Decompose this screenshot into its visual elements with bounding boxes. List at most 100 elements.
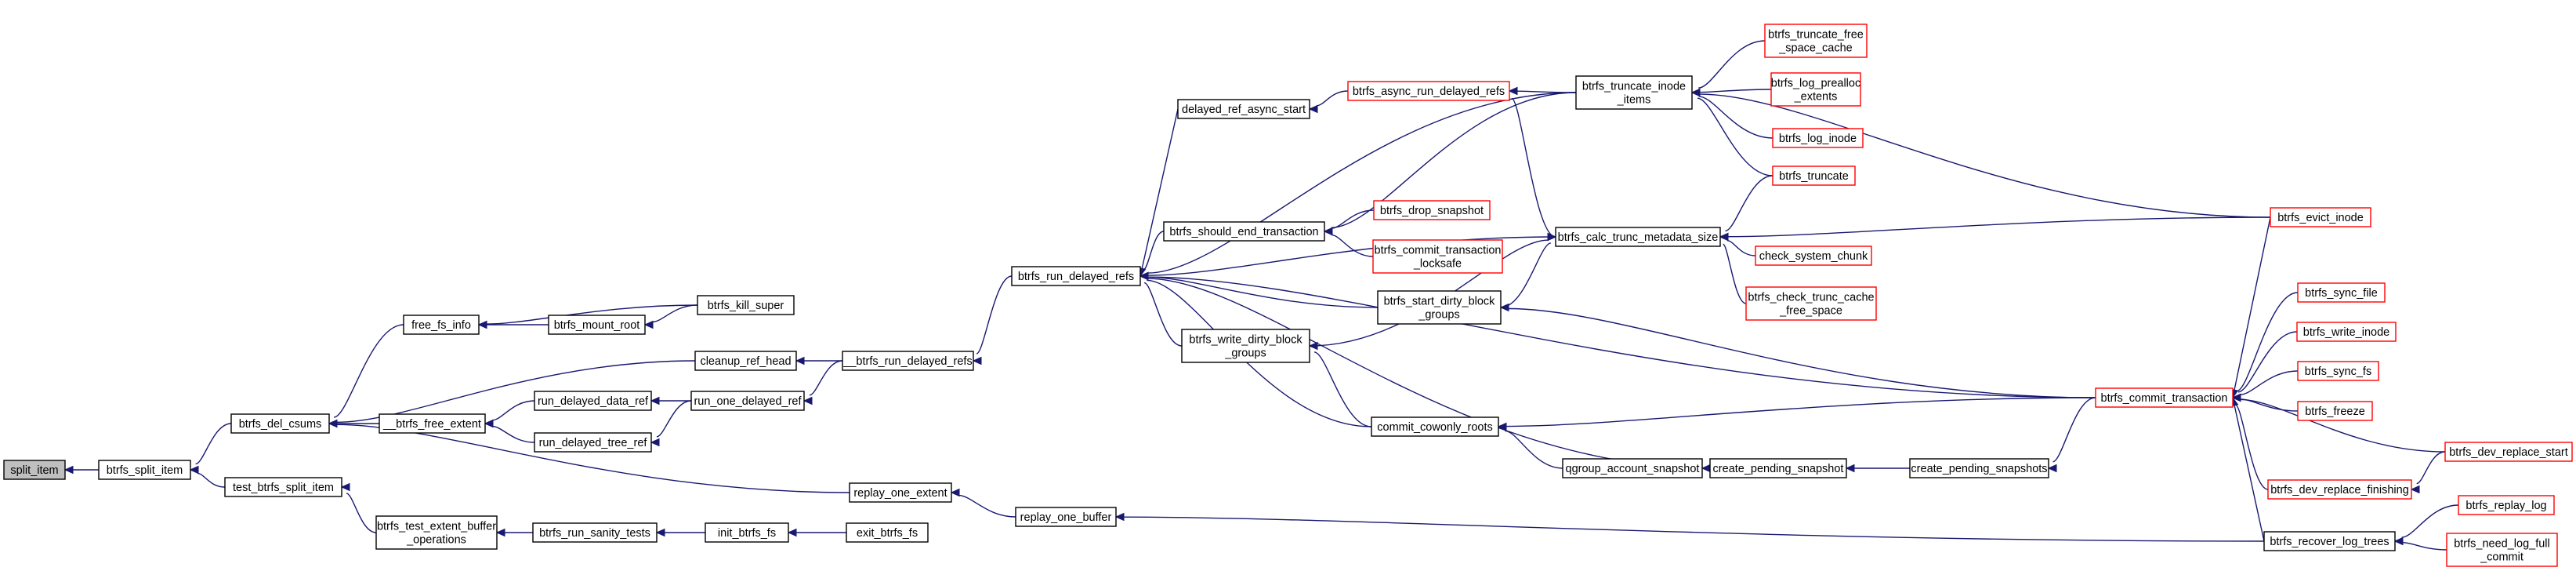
node-label: btrfs_async_run_delayed_refs <box>1353 85 1505 98</box>
edge-line <box>2401 504 2459 538</box>
node-__btrfs_run_delayed_refs[interactable]: __btrfs_run_delayed_refs <box>842 351 974 371</box>
node-btrfs_dev_replace_finishing[interactable]: btrfs_dev_replace_finishing <box>2267 479 2412 500</box>
edge-line <box>491 400 535 421</box>
node-btrfs_truncate_inode_items[interactable]: btrfs_truncate_inode_items <box>1575 75 1693 110</box>
edge-line <box>809 360 843 396</box>
node-btrfs_should_end_transaction[interactable]: btrfs_should_end_transaction <box>1163 221 1325 242</box>
node-btrfs_del_csums[interactable]: btrfs_del_csums <box>230 413 330 434</box>
edge-exit_btrfs_fs-to-init_btrfs_fs <box>787 528 846 537</box>
node-box <box>379 413 486 434</box>
edge-line <box>1313 351 1372 427</box>
node-commit_cowonly_roots[interactable]: commit_cowonly_roots <box>1371 416 1499 437</box>
edge-run_delayed_tree_ref-to-__btrfs_free_extent <box>484 419 535 443</box>
node-btrfs_truncate[interactable]: btrfs_truncate <box>1772 165 1856 186</box>
node-__btrfs_free_extent[interactable]: __btrfs_free_extent <box>379 413 486 434</box>
node-exit_btrfs_fs[interactable]: exit_btrfs_fs <box>846 522 929 543</box>
node-btrfs_drop_snapshot[interactable]: btrfs_drop_snapshot <box>1373 200 1491 220</box>
node-btrfs_sync_file[interactable]: btrfs_sync_file <box>2297 282 2386 303</box>
node-cleanup_ref_head[interactable]: cleanup_ref_head <box>694 351 797 371</box>
node-btrfs_mount_root[interactable]: btrfs_mount_root <box>548 315 646 335</box>
node-test_btrfs_split_item[interactable]: test_btrfs_split_item <box>224 477 342 497</box>
edge-line <box>2240 398 2446 453</box>
node-box <box>1770 72 1861 107</box>
node-label: btrfs_commit_transaction <box>1375 245 1502 257</box>
node-btrfs_write_inode[interactable]: btrfs_write_inode <box>2296 322 2397 342</box>
node-btrfs_kill_super[interactable]: btrfs_kill_super <box>697 295 795 315</box>
node-box <box>1755 245 1872 266</box>
node-btrfs_run_delayed_refs[interactable]: btrfs_run_delayed_refs <box>1011 266 1141 286</box>
node-label: btrfs_recover_log_trees <box>2270 536 2389 548</box>
edge-arrowhead <box>1547 232 1557 242</box>
node-btrfs_sync_fs[interactable]: btrfs_sync_fs <box>2297 361 2379 381</box>
edge-line <box>2240 370 2299 395</box>
edge-btrfs_del_csums-to-btrfs_split_item <box>189 423 232 475</box>
edge-line <box>1698 96 1773 139</box>
node-btrfs_log_inode[interactable]: btrfs_log_inode <box>1772 128 1864 148</box>
node-box <box>1373 200 1491 220</box>
node-btrfs_run_sanity_tests[interactable]: btrfs_run_sanity_tests <box>532 522 658 543</box>
edge-line <box>2237 292 2299 392</box>
node-btrfs_truncate_free_space_cache[interactable]: btrfs_truncate_free_space_cache <box>1764 24 1868 58</box>
node-label: btrfs_dev_replace_finishing <box>2270 484 2409 496</box>
node-label: init_btrfs_fs <box>718 527 776 540</box>
node-split_item[interactable]: split_item <box>3 460 66 480</box>
node-btrfs_test_extent_buffer_operations[interactable]: btrfs_test_extent_buffer_operations <box>375 515 498 550</box>
node-btrfs_check_trunc_cache_free_space[interactable]: btrfs_check_trunc_cache_free_space <box>1745 286 1877 321</box>
node-btrfs_log_prealloc_extents[interactable]: btrfs_log_prealloc_extents <box>1770 72 1861 107</box>
edge-arrowhead <box>484 419 494 428</box>
node-box <box>849 482 952 503</box>
node-btrfs_evict_inode[interactable]: btrfs_evict_inode <box>2270 207 2371 227</box>
node-run_one_delayed_ref[interactable]: run_one_delayed_ref <box>690 391 805 411</box>
node-btrfs_async_run_delayed_refs[interactable]: btrfs_async_run_delayed_refs <box>1347 81 1510 101</box>
node-label: btrfs_should_end_transaction <box>1169 226 1318 238</box>
edge-create_pending_snapshot-to-qgroup_account_snapshot <box>1701 464 1712 473</box>
node-run_delayed_data_ref[interactable]: run_delayed_data_ref <box>534 391 652 411</box>
node-label: btrfs_freeze <box>2305 406 2365 418</box>
node-box <box>1562 458 1703 478</box>
node-btrfs_calc_trunc_metadata_size[interactable]: btrfs_calc_trunc_metadata_size <box>1555 227 1721 247</box>
node-btrfs_start_dirty_block_groups[interactable]: btrfs_start_dirty_block_groups <box>1377 290 1502 325</box>
node-check_system_chunk[interactable]: check_system_chunk <box>1755 245 1872 266</box>
edge-line <box>1147 276 1379 308</box>
edge-arrowhead <box>803 396 813 406</box>
edge-line <box>333 324 404 418</box>
node-btrfs_write_dirty_block_groups[interactable]: btrfs_write_dirty_block_groups <box>1181 329 1310 363</box>
edge-btrfs_need_log_full_commit-to-btrfs_recover_log_trees <box>2393 536 2447 551</box>
node-label: cleanup_ref_head <box>700 355 791 368</box>
node-label: btrfs_mount_root <box>554 319 640 332</box>
edge-line <box>656 400 692 438</box>
node-btrfs_commit_transaction_locksafe[interactable]: btrfs_commit_transaction_locksafe <box>1372 239 1503 274</box>
edge-arrowhead <box>655 528 665 537</box>
node-label: _extents <box>1794 91 1838 104</box>
node-create_pending_snapshot[interactable]: create_pending_snapshot <box>1709 458 1847 478</box>
edge-arrowhead <box>650 396 660 406</box>
node-free_fs_info[interactable]: free_fs_info <box>403 315 480 335</box>
node-box <box>1015 507 1117 527</box>
node-box <box>2297 361 2379 381</box>
edge-btrfs_calc_trunc_metadata_size-to-btrfs_async_run_delayed_refs <box>1508 86 1556 238</box>
edge-line <box>1697 97 1773 176</box>
node-replay_one_extent[interactable]: replay_one_extent <box>849 482 952 503</box>
node-label: commit_cowonly_roots <box>1377 421 1492 434</box>
node-btrfs_recover_log_trees[interactable]: btrfs_recover_log_trees <box>2263 531 2396 551</box>
node-box <box>694 351 797 371</box>
node-label: _commit <box>2480 551 2523 564</box>
node-delayed_ref_async_start[interactable]: delayed_ref_async_start <box>1177 99 1310 119</box>
node-qgroup_account_snapshot[interactable]: qgroup_account_snapshot <box>1562 458 1703 478</box>
edge-line <box>1726 240 1756 256</box>
node-init_btrfs_fs[interactable]: init_btrfs_fs <box>705 522 789 543</box>
node-btrfs_freeze[interactable]: btrfs_freeze <box>2297 401 2373 421</box>
node-replay_one_buffer[interactable]: replay_one_buffer <box>1015 507 1117 527</box>
edge-btrfs_dev_replace_start-to-btrfs_dev_replace_finishing <box>2410 451 2446 494</box>
node-btrfs_split_item[interactable]: btrfs_split_item <box>98 460 191 480</box>
node-create_pending_snapshots[interactable]: create_pending_snapshots <box>1909 458 2049 478</box>
node-box <box>1575 75 1693 110</box>
edge-line <box>336 360 696 424</box>
node-box <box>1909 458 2049 478</box>
node-btrfs_commit_transaction[interactable]: btrfs_commit_transaction <box>2095 387 2234 408</box>
node-btrfs_replay_log[interactable]: btrfs_replay_log <box>2458 495 2555 515</box>
node-btrfs_need_log_full_commit[interactable]: btrfs_need_log_full_commit <box>2446 533 2558 567</box>
node-btrfs_dev_replace_start[interactable]: btrfs_dev_replace_start <box>2444 442 2573 462</box>
edge-line <box>195 423 232 465</box>
node-run_delayed_tree_ref[interactable]: run_delayed_tree_ref <box>534 432 652 453</box>
